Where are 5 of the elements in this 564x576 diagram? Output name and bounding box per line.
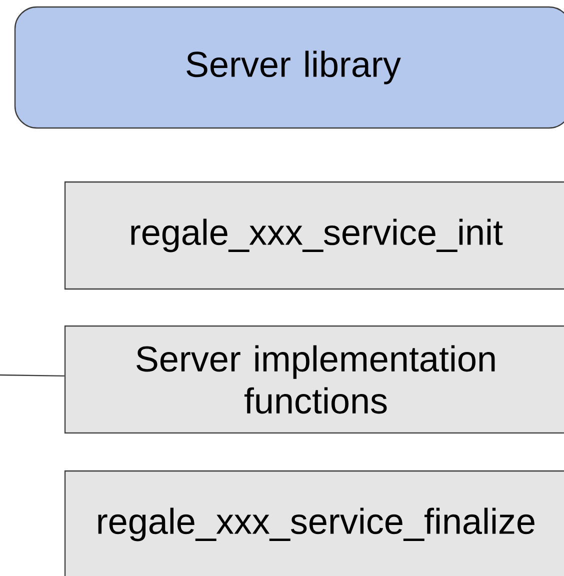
function-box: Server implementation functions bbox=[64, 325, 564, 434]
function-box: regale_xxx_service_init bbox=[64, 181, 564, 290]
connector-line bbox=[0, 374, 64, 377]
library-box: Server library bbox=[14, 6, 564, 129]
function-box: regale_xxx_service_finalize bbox=[64, 470, 564, 576]
